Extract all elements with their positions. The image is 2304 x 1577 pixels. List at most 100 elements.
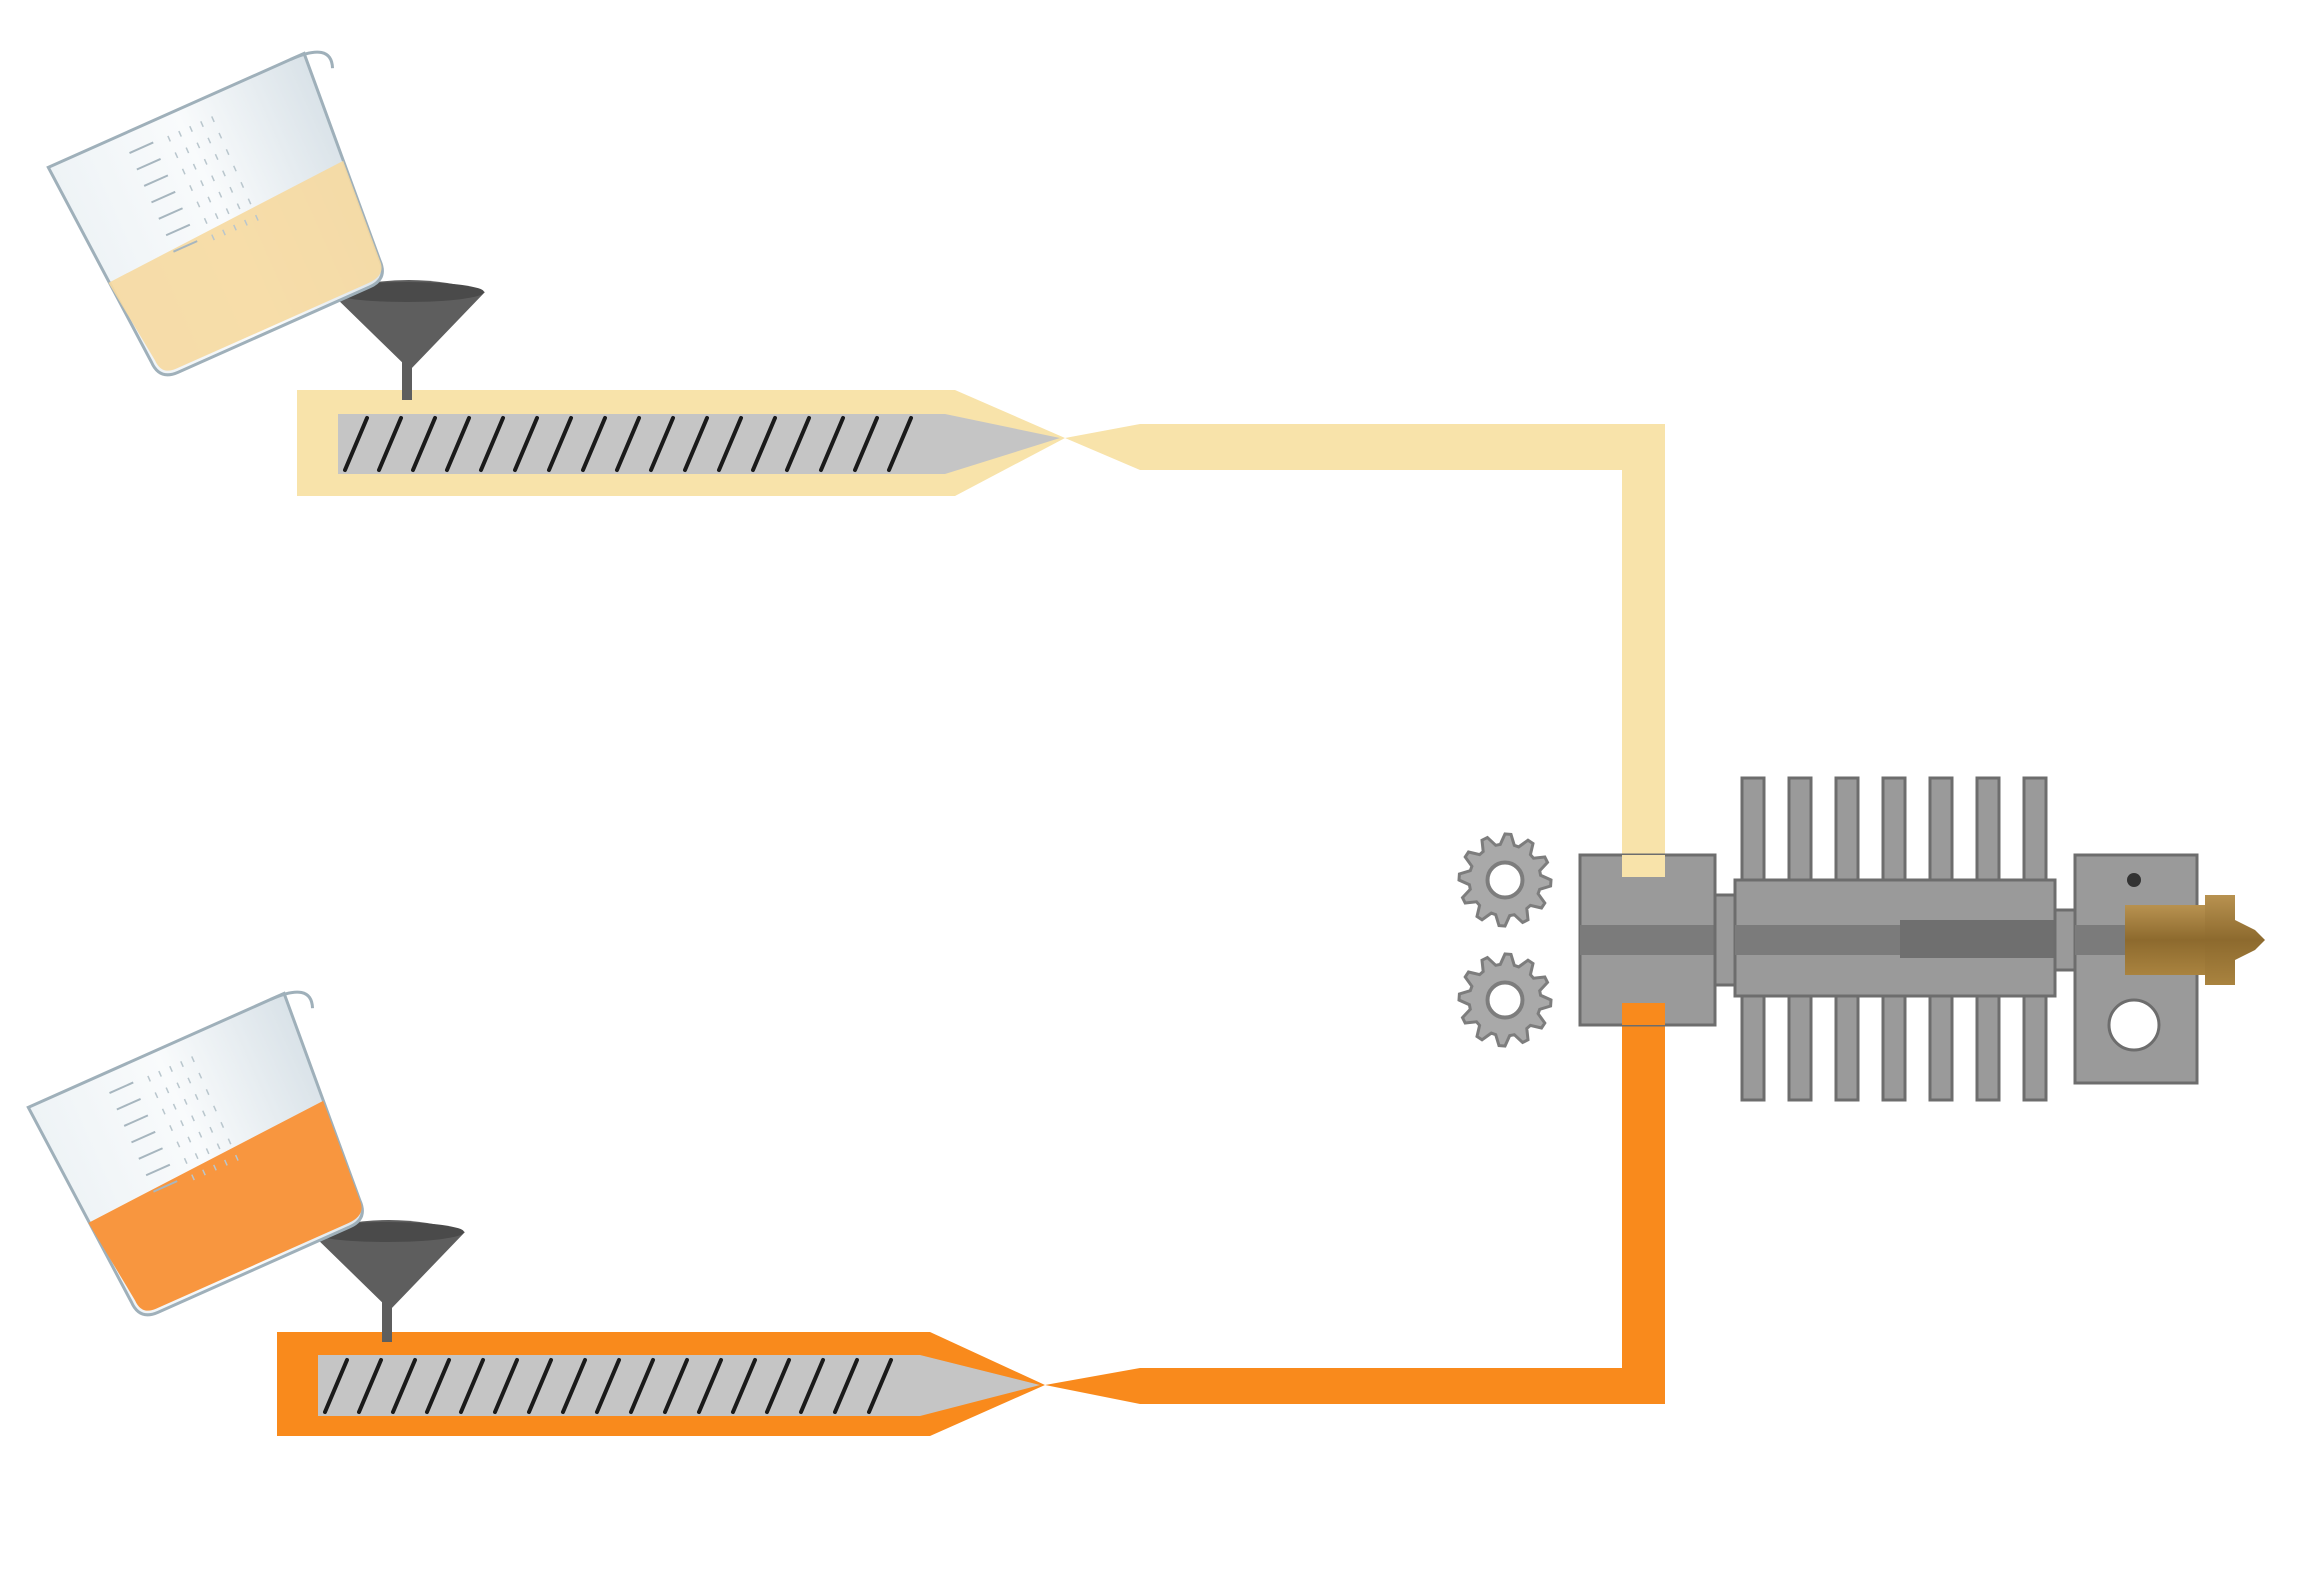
filament-path-light (1065, 424, 1665, 894)
screw-thread (391, 1358, 417, 1414)
beaker-tick (225, 208, 230, 215)
beaker-tick (213, 1164, 217, 1171)
beaker-tick (154, 1092, 159, 1099)
beaker-tick (165, 223, 191, 237)
beaker-tick (211, 175, 215, 182)
beaker-tick (192, 163, 197, 170)
drive-gear-icon (1457, 832, 1553, 928)
bottom-extrusion-line (26, 990, 1665, 1436)
beaker-tick (153, 1180, 178, 1193)
screw-thread (527, 1358, 553, 1414)
drive-gear-icon (1457, 952, 1553, 1048)
beaker-tick (220, 1121, 225, 1129)
heater-hole (2107, 998, 2161, 1052)
beaker-tick (167, 135, 172, 142)
beaker-tick (218, 132, 223, 139)
beaker-tick (189, 184, 193, 192)
beaker-tick (213, 1105, 217, 1112)
beaker-tick (216, 1143, 221, 1150)
beaker-tick (207, 137, 212, 144)
screw-thread (819, 416, 845, 472)
screw-thread (377, 416, 403, 472)
gear-hub (1485, 980, 1525, 1020)
screw-thread (731, 1358, 757, 1414)
beaker-tick (202, 1110, 206, 1117)
beaker-tick (181, 168, 186, 175)
beaker-tick (138, 1147, 163, 1160)
beaker-tick (109, 1081, 134, 1094)
beaker-tick (202, 1169, 206, 1176)
beaker-tick (194, 1093, 199, 1100)
screw-thread (853, 416, 879, 472)
beaker-tick (169, 1065, 173, 1072)
beaker-tick (176, 1082, 181, 1089)
beaker-tick (183, 1157, 188, 1164)
beaker-tick (161, 1108, 166, 1115)
extrusion-screw-bottom (318, 1355, 1040, 1416)
screw-thread (513, 416, 539, 472)
gear-hub (1485, 860, 1525, 900)
beaker-tick (198, 1131, 203, 1138)
beaker-tick (178, 130, 182, 137)
beaker-tick (214, 153, 219, 160)
screw-thread (425, 1358, 451, 1414)
funnel-icon (330, 280, 485, 400)
screw-thread (663, 1358, 689, 1414)
screw-thread (649, 416, 675, 472)
screw-thread (357, 1358, 383, 1414)
screw-thread (867, 1358, 893, 1414)
screw-thread (785, 416, 811, 472)
screw-thread (547, 416, 573, 472)
beaker-tick (180, 1061, 184, 1068)
screw-thread (581, 416, 607, 472)
beaker-tick (191, 1056, 195, 1063)
beaker-icon (46, 50, 384, 377)
screw-thread (717, 416, 743, 472)
beaker-tick (116, 1098, 141, 1111)
beaker-tick (218, 191, 223, 198)
beaker-tick (187, 1136, 192, 1143)
screw-thread (493, 1358, 519, 1414)
screw-thread (561, 1358, 587, 1414)
beaker-tick (147, 1075, 152, 1082)
beaker-tick (234, 1154, 239, 1161)
nozzle-icon (2125, 895, 2265, 985)
beaker-tick (187, 1077, 192, 1084)
beaker-tick (169, 1124, 173, 1132)
beaker-tick (203, 217, 208, 224)
screw-thread (887, 416, 913, 472)
beaker-tick (211, 116, 215, 123)
screw-thread (683, 416, 709, 472)
feed-block (1578, 853, 1740, 1027)
beaker-tick (194, 1152, 199, 1160)
screw-thread (459, 1358, 485, 1414)
screw-thread (697, 1358, 723, 1414)
screw-thread (799, 1358, 825, 1414)
beaker-tick (240, 181, 245, 189)
extrusion-screw-top (338, 414, 1060, 474)
beaker-tick (254, 214, 259, 221)
beaker-tick (172, 1103, 177, 1110)
beaker-tick (191, 1174, 195, 1181)
beaker-tick (136, 158, 161, 171)
beaker-tick (247, 198, 252, 205)
beaker-tick (165, 1087, 170, 1094)
beaker-tick (176, 1141, 181, 1148)
beaker-tick (233, 224, 237, 231)
beaker-tick (191, 1115, 195, 1122)
screw-thread (323, 1358, 349, 1414)
beaker-tick (180, 1120, 184, 1127)
screw-thread (595, 1358, 621, 1414)
beaker-tick (203, 158, 208, 165)
beaker-tick (196, 201, 201, 208)
beaker-tick (173, 240, 198, 253)
beaker-tick (211, 234, 215, 241)
print-head (1457, 776, 2265, 1102)
beaker-tick (185, 147, 190, 154)
beaker-tick (200, 180, 204, 187)
beaker-tick (209, 1126, 214, 1133)
beaker-tick (236, 203, 241, 210)
beaker-tick (151, 190, 176, 204)
